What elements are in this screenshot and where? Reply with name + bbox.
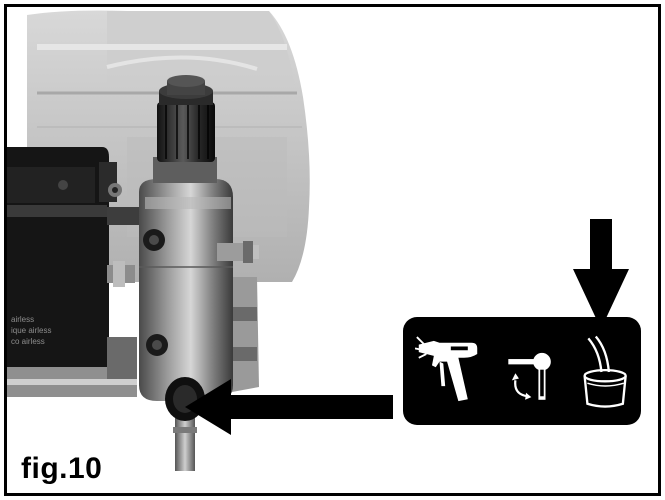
sprayer-photo <box>7 10 310 471</box>
arrow-left-icon <box>185 379 393 435</box>
valve-rotate-icon <box>508 352 551 400</box>
figure-frame: airless ique airless co airless <box>4 4 661 496</box>
bucket-hose-icon <box>583 335 627 408</box>
spray-gun-icon <box>415 336 478 402</box>
instruction-panel <box>403 317 641 425</box>
pump-label-line: co airless <box>11 337 45 346</box>
arrow-down-icon <box>573 219 629 329</box>
pump-label-line: airless <box>11 315 35 324</box>
figure-label: fig.10 <box>21 452 103 485</box>
pump-label-line: ique airless <box>11 326 52 335</box>
